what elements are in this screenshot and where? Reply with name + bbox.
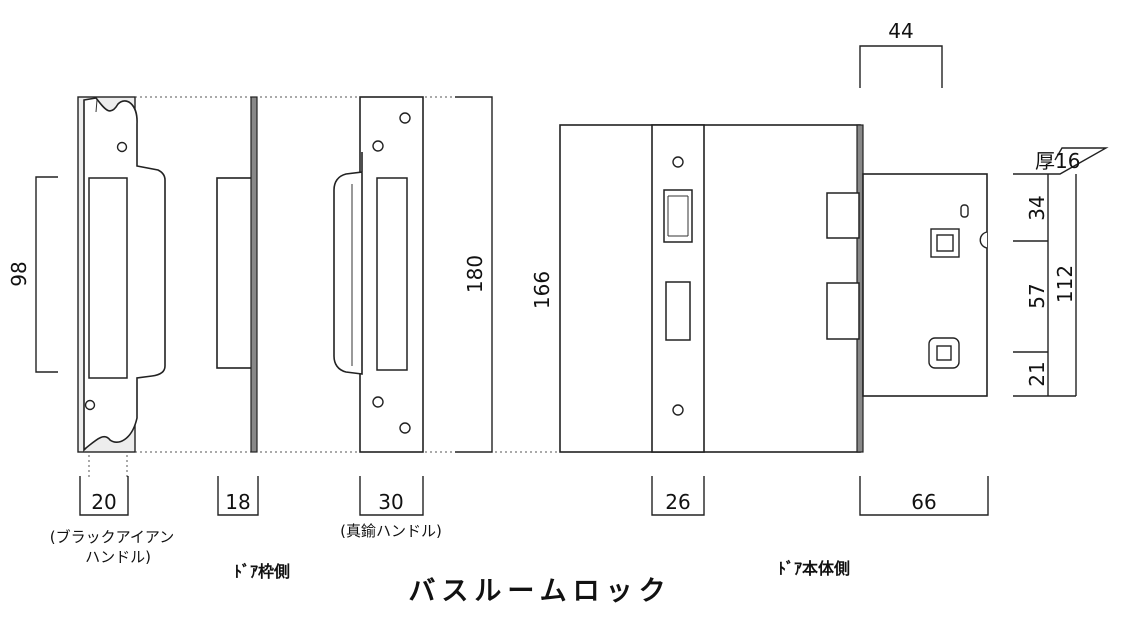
frame-keeper-box: [216, 96, 258, 453]
dimension-57-label: 57: [1025, 283, 1049, 308]
thickness-label: 厚16: [1035, 149, 1080, 173]
dimension-98-label: 98: [7, 261, 31, 286]
dimension-34-label: 34: [1025, 195, 1049, 220]
drawing-title: バスルームロック: [408, 576, 671, 607]
dimension-66-label: 66: [911, 490, 936, 514]
right-dimensions: 34 57 21 112: [1013, 174, 1077, 397]
thickness-callout: 厚16: [1013, 147, 1109, 175]
dimension-112-label: 112: [1053, 265, 1077, 303]
dimension-44: 44: [859, 19, 943, 88]
forend-plate: [651, 124, 705, 453]
dimension-44-label: 44: [888, 19, 913, 43]
dimension-21-label: 21: [1025, 361, 1049, 386]
body-side-label: ﾄﾞｱ本体側: [778, 559, 850, 578]
dimension-26-label: 26: [665, 490, 690, 514]
dimension-166-label: 166: [530, 271, 554, 309]
dimension-20-label: 20: [91, 490, 116, 514]
black-iron-note-line2: ハンドル): [85, 548, 151, 566]
bottom-dimensions: 20 18 30 26 66: [79, 476, 989, 516]
dimension-180: 180: [455, 96, 493, 453]
door-body-plate: 166: [530, 124, 861, 453]
lock-case: [826, 124, 988, 453]
black-iron-strike-plate: [77, 96, 166, 453]
dimension-30-label: 30: [378, 490, 403, 514]
dimension-18-label: 18: [225, 490, 250, 514]
dimension-180-label: 180: [463, 255, 487, 293]
brass-strike-plate: [333, 96, 424, 453]
dimension-98: 98: [7, 176, 58, 373]
frame-side-label: ﾄﾞｱ枠側: [234, 562, 290, 581]
brass-note: (真鍮ハンドル): [340, 522, 442, 540]
black-iron-note-line1: (ブラックアイアン: [50, 528, 175, 546]
